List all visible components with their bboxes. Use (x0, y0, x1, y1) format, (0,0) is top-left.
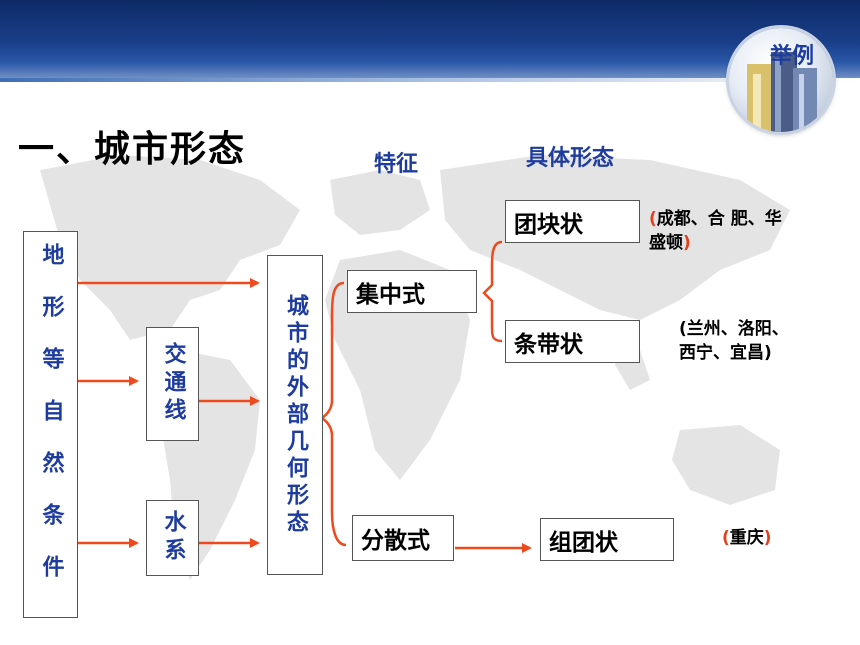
brace-concentrated-to-forms (482, 240, 503, 343)
node-dispersed: 分散式 (352, 515, 454, 561)
node-concentrated: 集中式 (347, 270, 477, 313)
header-divider (0, 78, 860, 82)
dispersed-label: 分散式 (361, 528, 430, 554)
node-city-external-shape: 城市的外部几何形态 (267, 255, 323, 575)
example-block-cities: (成都、合 肥、华 盛顿) (649, 209, 782, 253)
traffic-label: 交通线 (160, 342, 186, 426)
example-badge-label: 举例 (769, 44, 814, 69)
column-header-specific-form: 具体形态 (526, 146, 615, 171)
node-water-system: 水系 (146, 500, 199, 576)
slide-title: 一、城市形态 (18, 129, 247, 170)
block-label: 团块状 (514, 211, 583, 238)
terrain-char: 地形等自然条件 (38, 242, 64, 607)
water-label: 水系 (160, 510, 186, 566)
buildings-icon (747, 52, 817, 132)
node-traffic-line: 交通线 (146, 327, 199, 441)
example-cluster-cities: (重庆) (722, 528, 772, 548)
strip-label: 条带状 (514, 331, 583, 358)
node-terrain-natural-conditions: 地形等自然条件 (23, 231, 78, 618)
concentrated-label: 集中式 (356, 281, 425, 308)
example-strip-cities: (兰州、洛阳、 西宁、宜昌) (679, 319, 789, 363)
node-block-shape: 团块状 (505, 200, 640, 243)
column-header-feature: 特征 (374, 152, 419, 177)
node-cluster-shape: 组团状 (540, 518, 674, 561)
example-badge[interactable] (729, 28, 833, 132)
header-bar (0, 0, 860, 78)
shape-label: 城市的外部几何形态 (283, 293, 308, 537)
cluster-label: 组团状 (549, 529, 618, 556)
node-strip-shape: 条带状 (505, 320, 640, 363)
brace-shape-to-types (319, 281, 347, 547)
